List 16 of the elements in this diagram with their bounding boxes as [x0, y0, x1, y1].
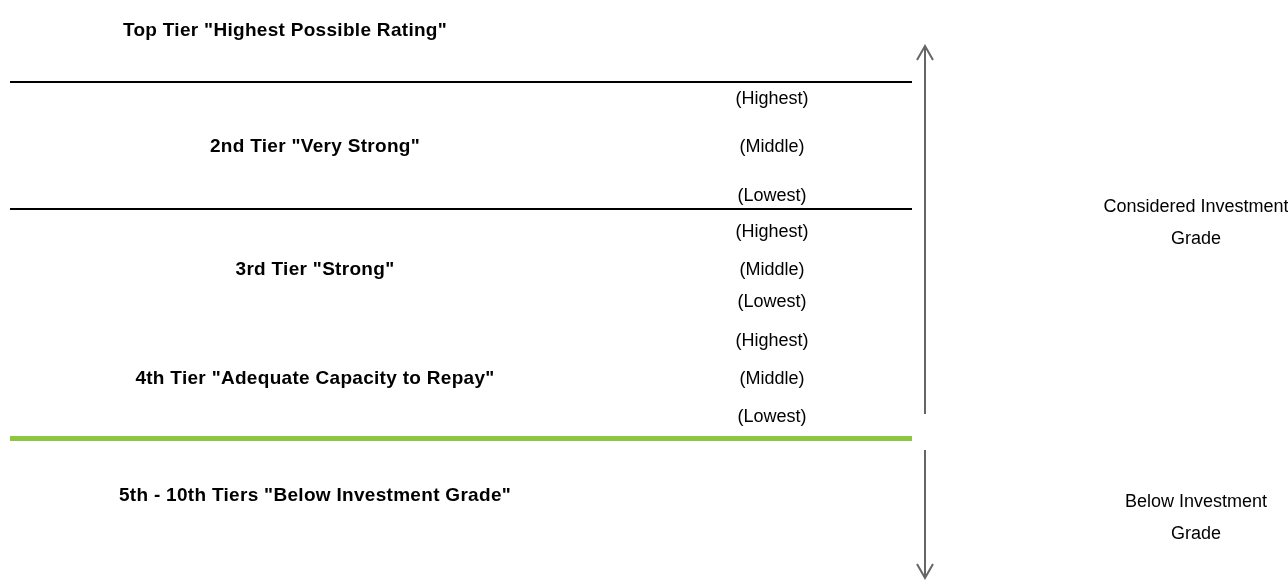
grade-note: Below Investment Grade	[1123, 490, 1269, 545]
tier-heading: 3rd Tier "Strong"	[235, 256, 395, 281]
sub-rating-label: (Middle)	[739, 257, 805, 281]
tier-heading: 5th - 10th Tiers "Below Investment Grade"	[118, 482, 512, 507]
tier-heading: 2nd Tier "Very Strong"	[209, 133, 421, 158]
sub-rating-label: (Middle)	[739, 134, 805, 158]
sub-rating-label: (Lowest)	[737, 183, 807, 207]
sub-rating-label: (Highest)	[735, 219, 809, 243]
sub-rating-label: (Lowest)	[737, 289, 807, 313]
sub-rating-label: (Highest)	[735, 86, 809, 110]
sub-rating-label: (Highest)	[735, 328, 809, 352]
grade-note: Considered Investment Grade	[1102, 195, 1288, 250]
tier-heading: Top Tier "Highest Possible Rating"	[122, 17, 448, 42]
sub-rating-label: (Middle)	[739, 366, 805, 390]
tier-heading: 4th Tier "Adequate Capacity to Repay"	[135, 365, 495, 390]
sub-rating-label: (Lowest)	[737, 404, 807, 428]
